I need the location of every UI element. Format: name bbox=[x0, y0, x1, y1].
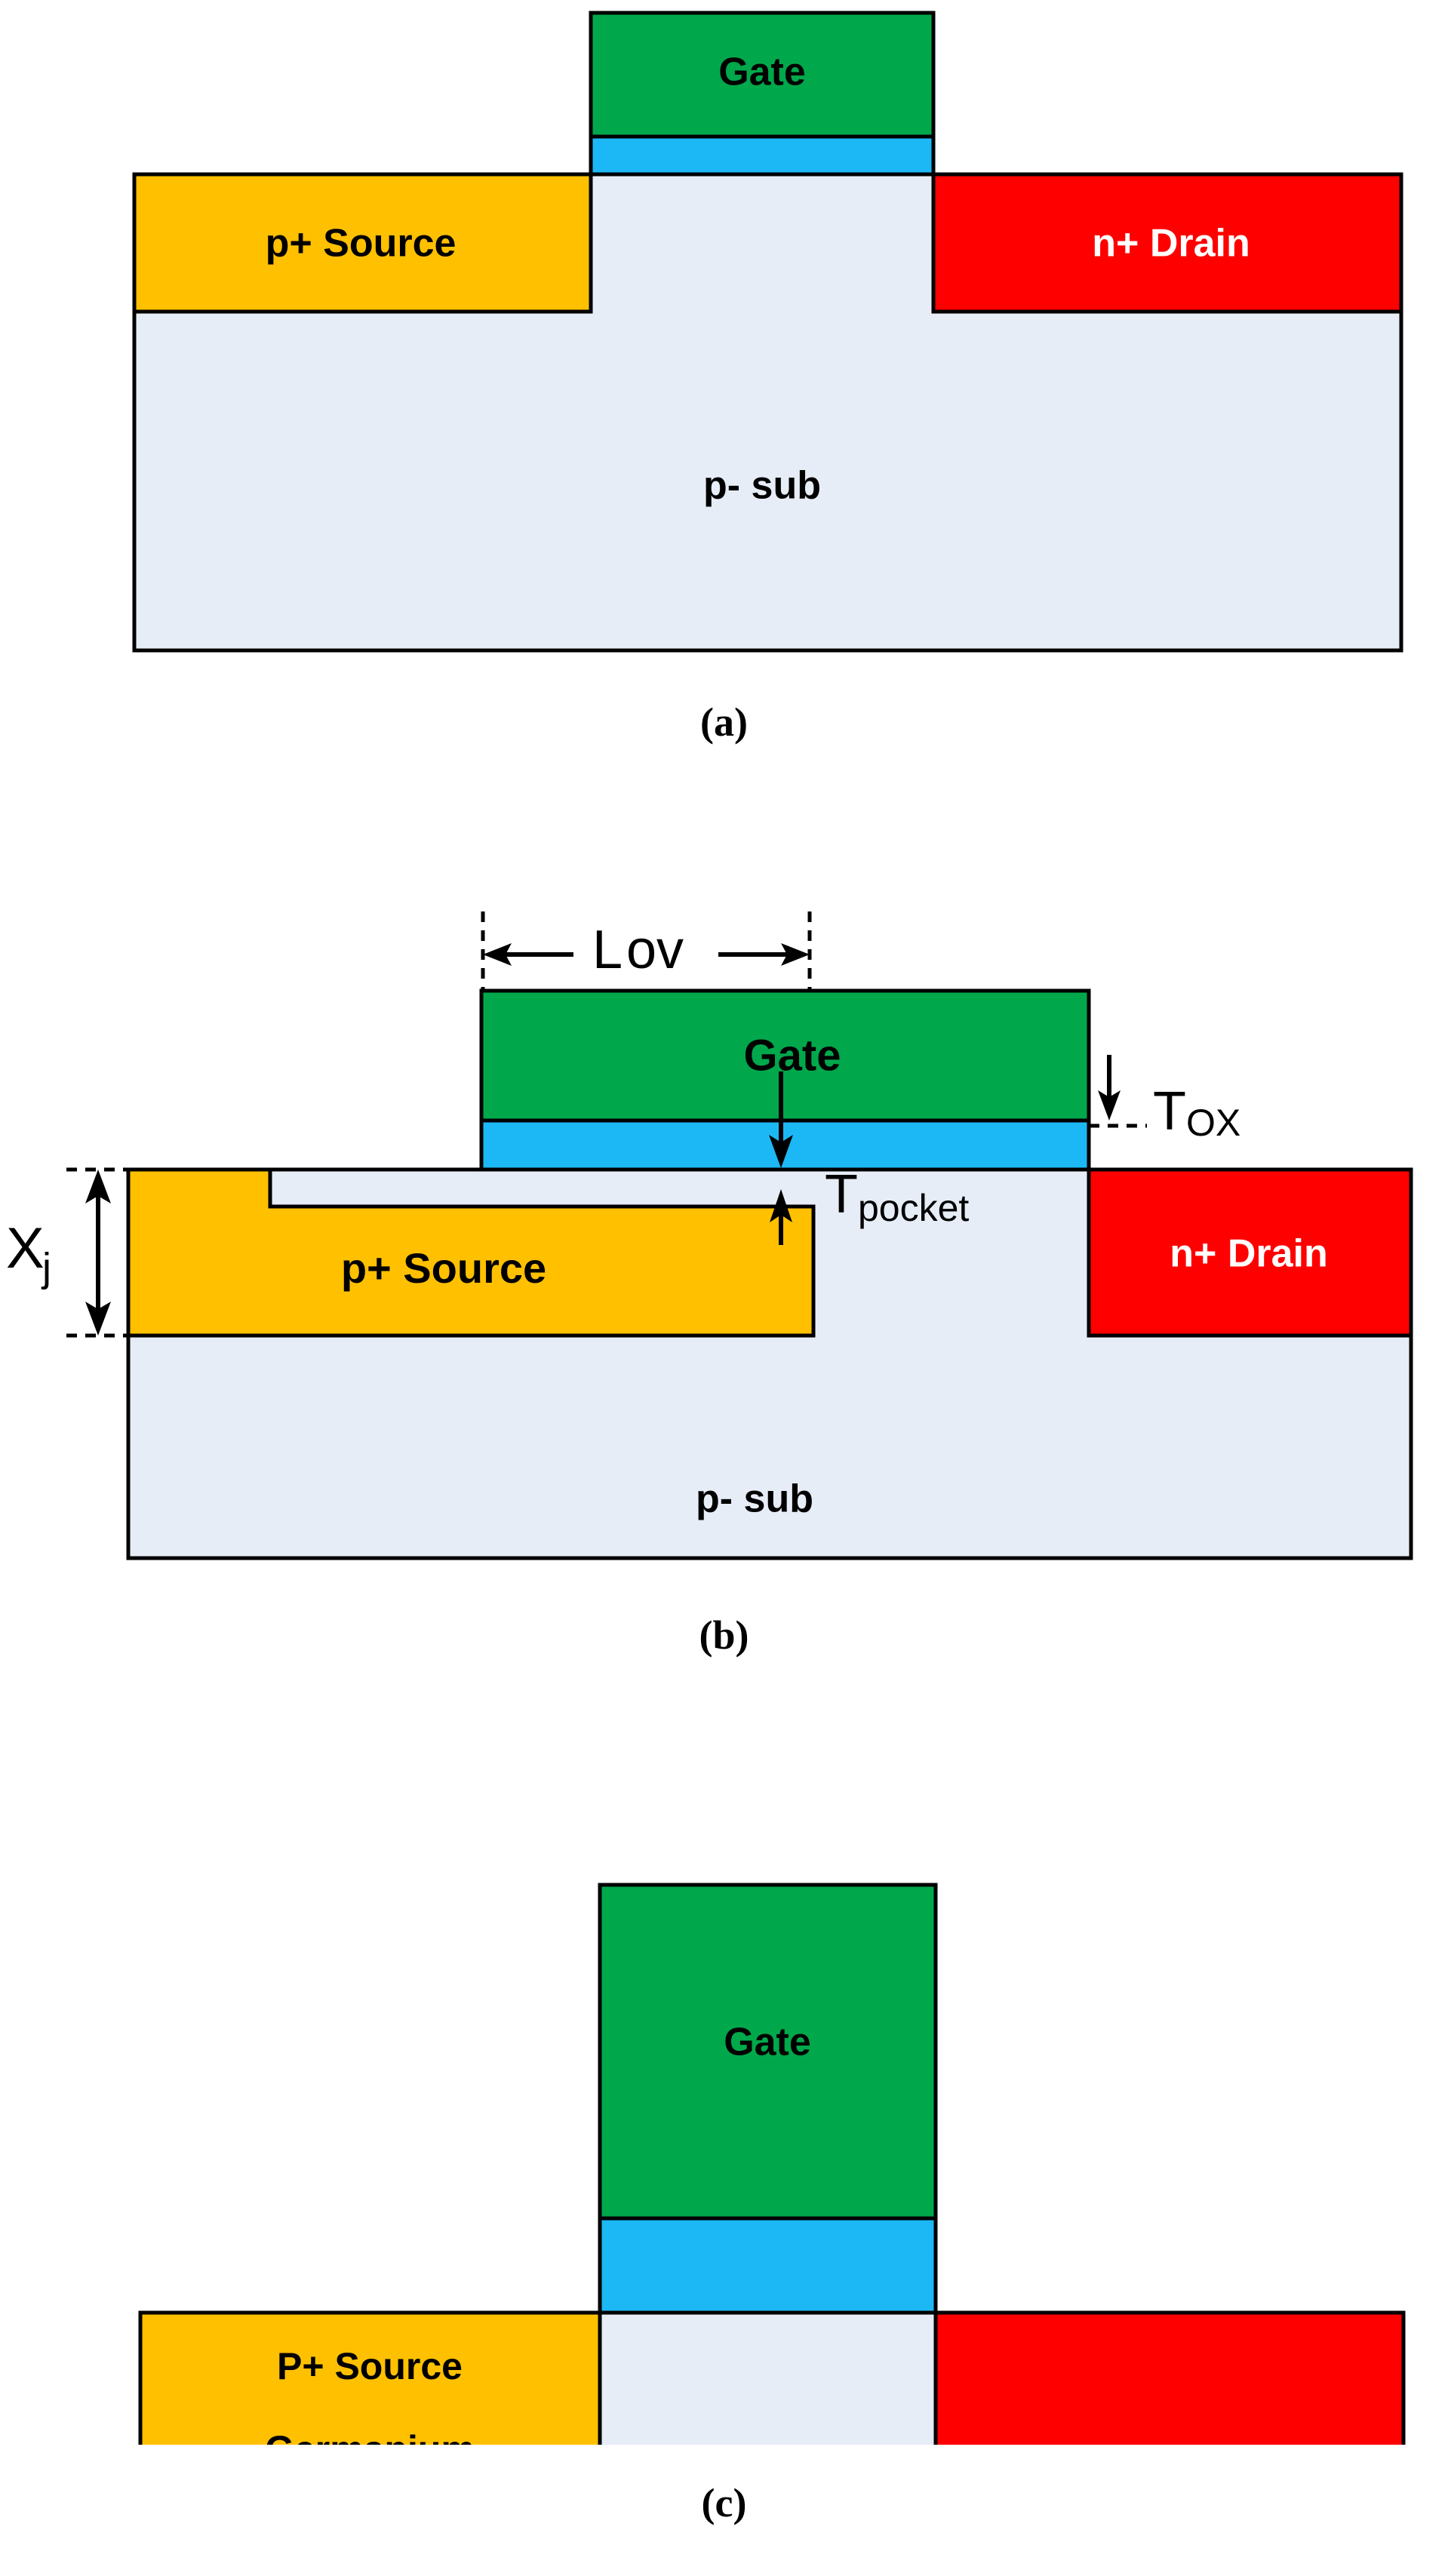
gate-oxide-region-c bbox=[598, 2216, 938, 2315]
substrate-label-b: p- sub bbox=[696, 1477, 813, 1521]
xj-label-subscript: j bbox=[41, 1245, 51, 1290]
source-label-a: p+ Source bbox=[266, 222, 457, 266]
drain-label-b: n+ Drain bbox=[1170, 1232, 1328, 1276]
source-region-a bbox=[132, 172, 593, 314]
channel-arrowhead bbox=[769, 1135, 793, 1168]
source-region-c bbox=[138, 2310, 602, 2445]
panel-a-diagram: Gate p+ Source n+ Drain p- sub bbox=[132, 11, 1403, 653]
panel-caption-c: (c) bbox=[701, 2480, 747, 2525]
tox-label: T bbox=[1153, 1081, 1186, 1142]
lov-arrowhead-left bbox=[483, 943, 512, 966]
drain-region-a bbox=[931, 172, 1403, 314]
xj-arrowhead-top bbox=[85, 1170, 111, 1203]
lov-arrowhead-right bbox=[781, 943, 810, 966]
panel-c-diagram: Gate P+ Source Germanium n+ Drain p- sub bbox=[138, 1883, 1406, 2445]
drain-region-c bbox=[933, 2310, 1406, 2445]
gate-region-a bbox=[589, 11, 936, 139]
xj-arrowhead-bottom bbox=[85, 1302, 111, 1336]
gate-oxide-region-a bbox=[589, 134, 936, 177]
lov-label: L bbox=[592, 920, 623, 980]
drain-region-b bbox=[1087, 1167, 1413, 1338]
gate-region-c bbox=[598, 1883, 938, 2221]
source-label-c-line1: P+ Source bbox=[277, 2345, 463, 2387]
source-label-c-line2: Germanium bbox=[265, 2428, 475, 2445]
panel-caption-a: (a) bbox=[700, 699, 748, 745]
xj-label: X bbox=[6, 1216, 45, 1280]
source-label-b: p+ Source bbox=[341, 1244, 546, 1292]
tpocket-arrowhead bbox=[770, 1189, 792, 1222]
panel-b-diagram: L ov T OX T pocket X j Gate p+ Source n+… bbox=[6, 911, 1413, 1560]
gate-region-b bbox=[479, 988, 1091, 1123]
lov-label-subscript: ov bbox=[626, 920, 684, 980]
panel-caption-b: (b) bbox=[699, 1612, 749, 1658]
tox-arrowhead bbox=[1098, 1090, 1121, 1120]
tox-label-subscript: OX bbox=[1186, 1102, 1240, 1144]
gate-label-a: Gate bbox=[718, 51, 806, 94]
drain-label-a: n+ Drain bbox=[1092, 222, 1250, 266]
gate-label-c: Gate bbox=[724, 2021, 811, 2064]
gate-label-b: Gate bbox=[744, 1031, 841, 1080]
substrate-label-a: p- sub bbox=[703, 464, 821, 508]
tpocket-label: T bbox=[825, 1164, 858, 1225]
tpocket-label-subscript: pocket bbox=[858, 1187, 969, 1229]
